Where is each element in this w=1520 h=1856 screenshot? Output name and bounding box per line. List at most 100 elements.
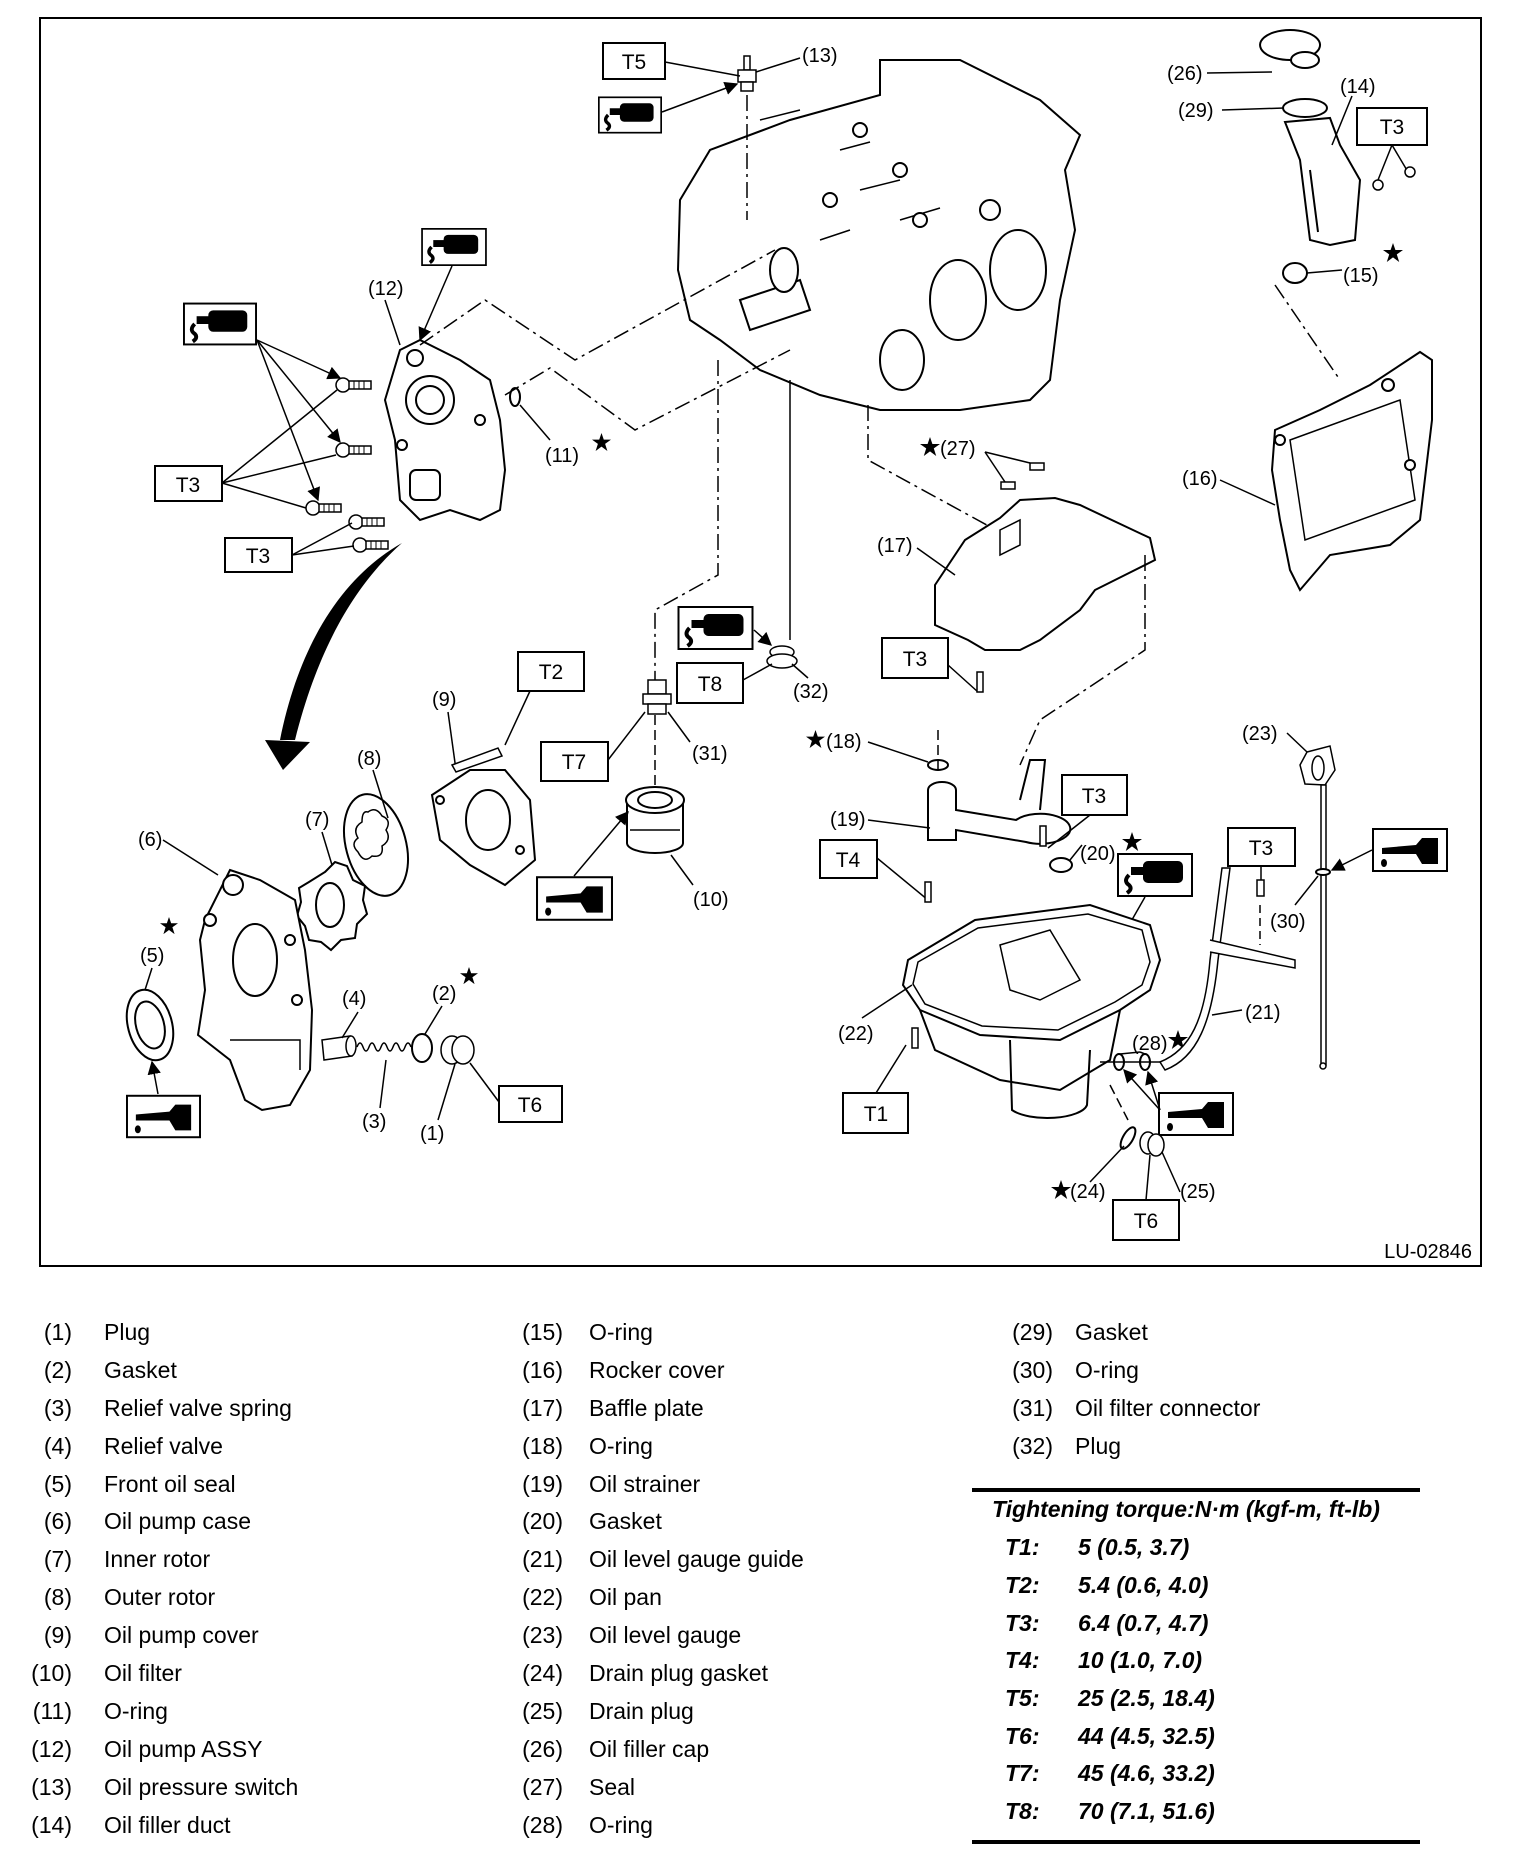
callout-31: (31) [692,743,728,765]
engine-oil-icon [536,876,613,921]
torque-box-t6-label: T6 [1134,1210,1159,1233]
torque-box-t7 [540,741,609,782]
part-number: (19) [522,1470,563,1497]
part-name: Oil pump ASSY [104,1735,263,1762]
part-number: (9) [43,1622,72,1649]
torque-value: 25 (2.5, 18.4) [1078,1685,1215,1711]
part-number: (28) [522,1811,563,1838]
torque-key: T3: [1005,1610,1040,1636]
callout-10: (10) [693,889,729,911]
torque-box-t3-label: T3 [1082,785,1107,808]
torque-box-t6 [498,1085,563,1123]
drain-plug-gasket [1119,1126,1137,1150]
o-ring-30 [1315,868,1331,876]
part-name: Inner rotor [104,1546,211,1573]
torque-box-t3-label: T3 [1380,116,1405,139]
callout-15: (15) [1343,265,1379,287]
callout-21: (21) [1245,1002,1281,1024]
torque-key: T6: [1005,1723,1040,1749]
torque-box-t3 [154,465,223,502]
oil-level-gauge [1299,745,1336,1070]
callout-5: (5) [140,945,164,967]
part-name: Oil pump case [104,1508,252,1535]
star-icon [806,730,825,749]
engine-oil-icon [1372,828,1448,872]
part-number: (25) [522,1697,563,1724]
torque-key: T5: [1005,1685,1040,1711]
torque-box-t7-label: T7 [562,751,587,774]
torque-table-top-rule [972,1488,1420,1492]
star-icon [1051,1180,1071,1199]
liquid-gasket-icon [679,607,753,649]
part-name: Baffle plate [589,1394,704,1421]
exploded-diagram: T5 (13) (12) T3 T3 (11) [39,17,1482,1267]
engine-oil-icon [126,1094,201,1139]
part-name: O-ring [589,1319,653,1345]
relief-valve-spring [356,1042,412,1052]
part-number: (8) [43,1584,72,1611]
diagram-frame [39,17,1482,1267]
part-name: Gasket [104,1356,177,1383]
torque-key: T8: [1005,1798,1040,1824]
part-number: (24) [522,1660,563,1687]
part-name: Oil filler cap [589,1735,710,1762]
callout-6: (6) [138,829,162,851]
torque-key: T2: [1005,1572,1040,1598]
callout-9: (9) [432,689,456,711]
torque-value: 70 (7.1, 51.6) [1078,1798,1215,1824]
part-number: (30) [1012,1356,1053,1383]
oil-strainer [927,759,1072,845]
torque-box-t3-label: T3 [176,474,201,497]
part-number: (14) [31,1811,72,1838]
o-ring-18 [927,759,949,771]
torque-box-t8-label: T8 [698,673,723,696]
torque-value: 44 (4.5, 32.5) [1078,1723,1215,1749]
o-ring-11 [509,387,521,407]
torque-key: T7: [1005,1760,1040,1786]
oil-pressure-switch [737,55,757,92]
liquid-gasket-icon [183,302,257,346]
oil-pan [901,903,1162,1119]
part-name: Plug [104,1319,151,1345]
torque-box-t1-label: T1 [864,1103,889,1126]
part-name: Gasket [589,1508,662,1535]
callout-19: (19) [830,809,866,831]
relief-valve [321,1035,357,1061]
part-name: Oil pump cover [104,1622,259,1649]
torque-box-t4-label: T4 [836,849,861,872]
part-number: (23) [522,1622,563,1649]
part-name: Oil filter [104,1660,182,1687]
oil-filter-connector [642,679,672,715]
callout-32: (32) [793,681,829,703]
part-name: Oil pan [589,1584,662,1611]
gasket-2 [411,1033,433,1063]
part-number: (3) [43,1394,72,1421]
torque-value: 6.4 (0.7, 4.7) [1078,1610,1209,1636]
torque-box-t1 [842,1092,909,1134]
part-name: Oil pressure switch [104,1773,299,1800]
torque-key: T4: [1005,1647,1040,1673]
part-number: (6) [43,1508,72,1535]
torque-box-t3-label: T3 [1249,837,1274,860]
star-icon [1122,832,1142,851]
star-icon [460,967,478,985]
part-number: (31) [1012,1394,1053,1421]
part-name: Front oil seal [104,1470,236,1497]
engine-block [676,59,1082,411]
part-number: (5) [43,1470,72,1497]
part-number: (18) [522,1432,563,1459]
part-number: (27) [522,1773,563,1800]
torque-box-t3-label: T3 [246,545,271,568]
callout-27: (27) [940,438,976,460]
torque-value: 45 (4.6, 33.2) [1078,1760,1215,1786]
torque-box-t3 [881,637,949,679]
part-name: O-ring [104,1697,168,1724]
part-name: Oil level gauge guide [589,1546,804,1573]
part-number: (22) [522,1584,563,1611]
star-icon [592,433,611,452]
inner-rotor [295,860,369,952]
liquid-gasket-icon [1118,854,1192,896]
torque-key: T1: [1005,1534,1040,1560]
part-number: (21) [522,1546,563,1573]
plug-32 [766,645,798,669]
